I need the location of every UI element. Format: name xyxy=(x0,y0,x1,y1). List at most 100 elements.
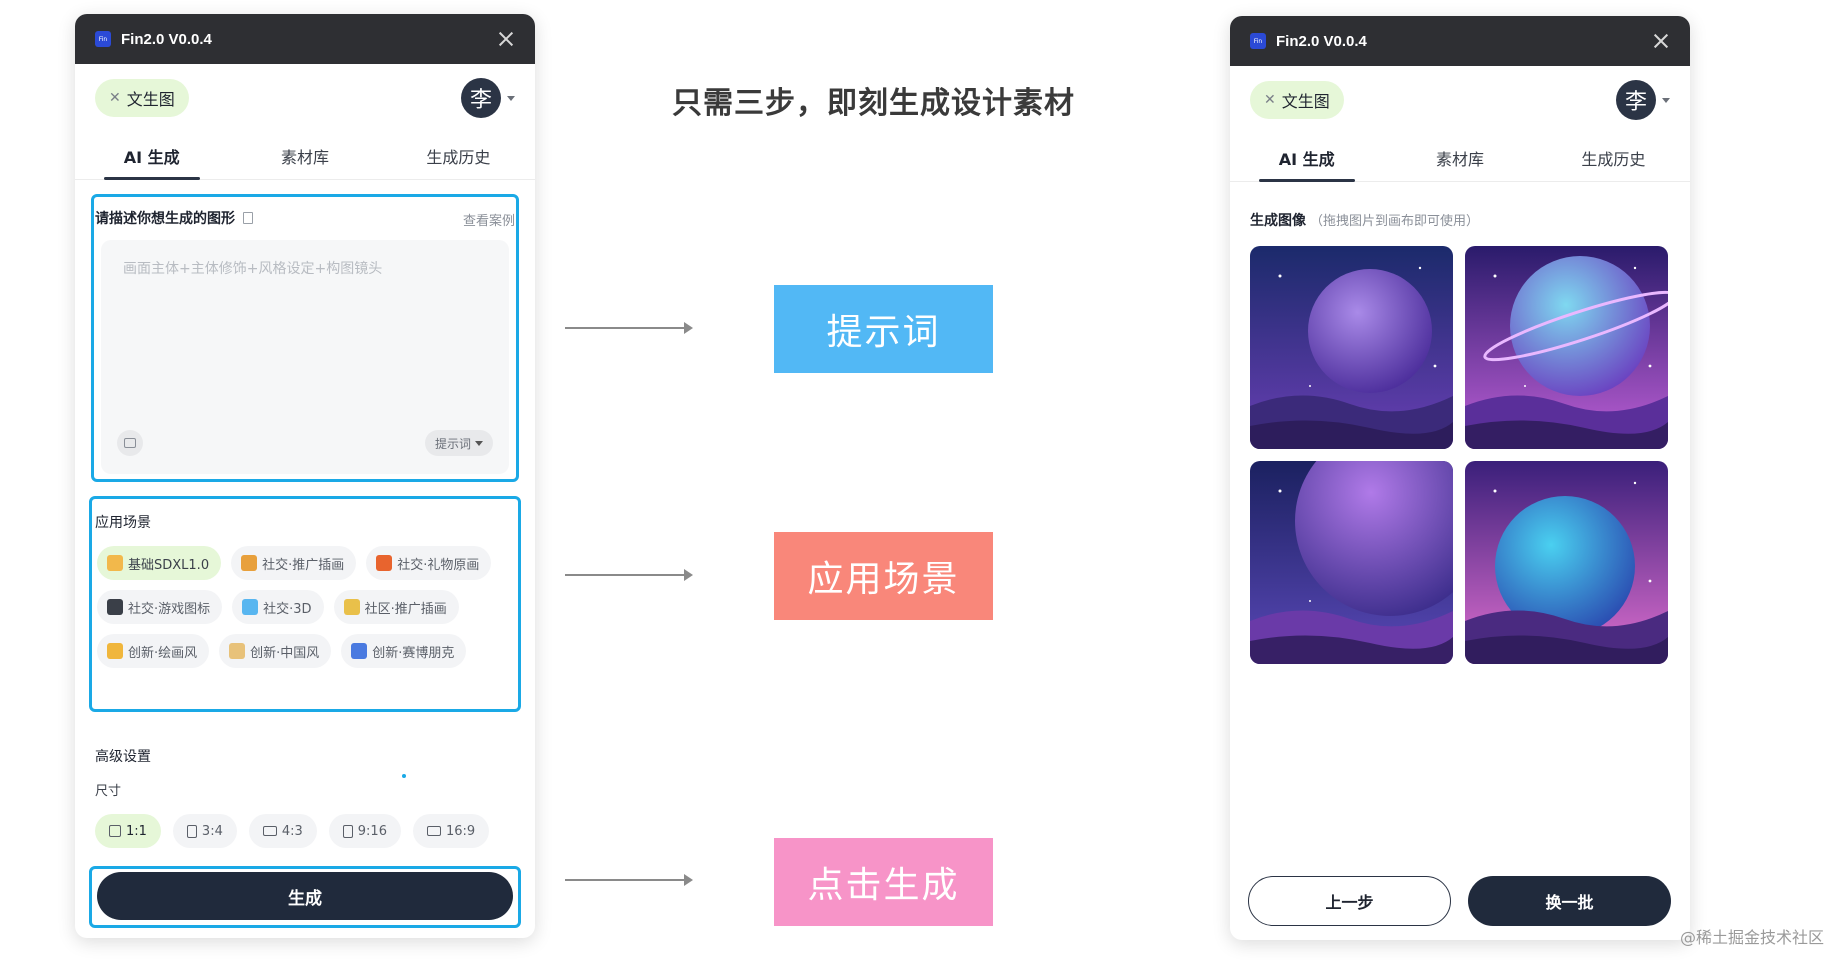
scene-icon xyxy=(343,599,360,615)
avatar[interactable]: 李 xyxy=(461,78,501,118)
scene-icon xyxy=(107,599,123,615)
mode-chip-label: 文生图 xyxy=(126,90,175,109)
planet-image-1[interactable] xyxy=(1250,246,1453,449)
chevron-down-icon[interactable] xyxy=(507,95,515,101)
scene-chip[interactable]: 创新·绘画风 xyxy=(97,634,210,668)
regenerate-batch-button[interactable]: 换一批 xyxy=(1468,876,1671,926)
app-logo-icon: Fin xyxy=(1250,33,1266,49)
scene-chip[interactable]: 创新·中国风 xyxy=(219,634,332,668)
ratio-chip[interactable]: 1:1 xyxy=(95,814,161,848)
scene-icon xyxy=(229,643,246,659)
top-bar: ✕ 文生图 李 xyxy=(75,64,535,132)
generate-button[interactable]: 生成 xyxy=(97,872,513,920)
tab-asset-library[interactable]: 素材库 xyxy=(280,147,329,167)
scenes-title: 应用场景 xyxy=(95,515,151,531)
ratio-chip-list: 1:1 3:4 4:3 9:16 16:9 xyxy=(95,814,490,848)
arrow-icon xyxy=(565,874,693,886)
close-icon[interactable] xyxy=(1652,32,1670,50)
scene-chip[interactable]: 创新·赛博朋克 xyxy=(341,634,467,668)
prompt-section-title: 请描述你想生成的图形 xyxy=(95,208,253,228)
scenes-highlight-box xyxy=(89,496,521,712)
planet-image-2[interactable] xyxy=(1465,246,1668,449)
title-bar: Fin Fin2.0 V0.0.4 xyxy=(1230,16,1690,66)
size-title: 尺寸 xyxy=(95,784,122,799)
ratio-chip-label: 16:9 xyxy=(445,823,476,839)
headline: 只需三步，即刻生成设计素材 xyxy=(672,86,1075,121)
ratio-shape-icon xyxy=(426,826,441,836)
scene-chip-label: 创新·中国风 xyxy=(250,645,320,661)
scene-chip-label: 基础SDXL1.0 xyxy=(128,557,210,573)
ratio-chip-label: 9:16 xyxy=(357,823,387,839)
prompt-dropdown-button[interactable]: 提示词 xyxy=(424,430,493,456)
scene-chip[interactable]: 基础SDXL1.0 xyxy=(97,546,222,580)
ratio-chip[interactable]: 16:9 xyxy=(412,814,490,848)
drag-hint: （拖拽图片到画布即可使用） xyxy=(1310,214,1480,229)
scene-icon xyxy=(241,555,258,571)
planet-image-4[interactable] xyxy=(1465,461,1668,664)
tab-history[interactable]: 生成历史 xyxy=(1581,149,1646,169)
scene-chip[interactable]: 社交·推广插画 xyxy=(231,546,357,580)
mode-chip[interactable]: ✕ 文生图 xyxy=(95,79,189,117)
scene-icon xyxy=(376,555,393,571)
generator-panel: Fin Fin2.0 V0.0.4 ✕ 文生图 李 AI 生成 素材库 生成历史… xyxy=(75,14,535,938)
scene-chip[interactable]: 社区·推广插画 xyxy=(333,590,459,624)
remove-chip-icon[interactable]: ✕ xyxy=(109,90,121,106)
prompt-input[interactable] xyxy=(101,240,509,400)
view-examples-link[interactable]: 查看案例 xyxy=(462,214,515,229)
user-menu[interactable]: 李 xyxy=(461,78,515,118)
image-upload-icon[interactable] xyxy=(117,430,143,456)
scene-chip-label: 社交·游戏图标 xyxy=(128,601,211,617)
ratio-chip[interactable]: 9:16 xyxy=(328,814,401,848)
scene-icon xyxy=(351,643,368,659)
document-icon xyxy=(243,212,253,224)
ratio-chip-label: 4:3 xyxy=(281,823,303,839)
tab-history[interactable]: 生成历史 xyxy=(426,147,491,167)
generated-images-title: 生成图像 （拖拽图片到画布即可使用） xyxy=(1250,210,1479,230)
planet-image-3[interactable] xyxy=(1250,461,1453,664)
scene-chip-list: 基础SDXL1.0 社交·推广插画 社交·礼物原画社交·游戏图标 社交·3D 社区·推广… xyxy=(97,546,507,668)
ratio-chip[interactable]: 4:3 xyxy=(248,814,317,848)
step-label-scene: 应用场景 xyxy=(774,532,993,620)
title-bar: Fin Fin2.0 V0.0.4 xyxy=(75,14,535,64)
scene-chip-label: 创新·赛博朋克 xyxy=(372,645,455,661)
arrow-icon xyxy=(565,322,693,334)
prompt-highlight-box xyxy=(91,194,519,482)
step-label-prompt: 提示词 xyxy=(774,285,993,373)
prompt-dropdown-label: 提示词 xyxy=(434,436,471,451)
step-label-generate: 点击生成 xyxy=(774,838,993,926)
remove-chip-icon[interactable]: ✕ xyxy=(1264,92,1276,108)
tab-bar: AI 生成 素材库 生成历史 xyxy=(75,132,535,180)
app-title: Fin2.0 V0.0.4 xyxy=(121,30,212,48)
tab-asset-library[interactable]: 素材库 xyxy=(1435,149,1484,169)
indicator-dot xyxy=(402,774,406,778)
ratio-chip-label: 3:4 xyxy=(201,823,223,839)
ratio-shape-icon xyxy=(342,824,353,838)
scene-chip-label: 创新·绘画风 xyxy=(128,645,198,661)
scene-chip-label: 社交·推广插画 xyxy=(262,557,345,573)
ratio-shape-icon xyxy=(109,825,121,837)
scene-chip[interactable]: 社交·3D xyxy=(232,590,324,624)
caret-down-icon xyxy=(475,440,483,446)
ratio-chip[interactable]: 3:4 xyxy=(172,814,237,848)
previous-step-button[interactable]: 上一步 xyxy=(1248,876,1451,926)
generated-title-text: 生成图像 xyxy=(1250,213,1306,229)
image-grid xyxy=(1250,246,1670,664)
avatar[interactable]: 李 xyxy=(1616,80,1656,120)
ratio-shape-icon xyxy=(186,824,197,838)
arrow-icon xyxy=(565,569,693,581)
scene-chip[interactable]: 社交·游戏图标 xyxy=(97,590,223,624)
close-icon[interactable] xyxy=(497,30,515,48)
scene-chip-label: 社区·推广插画 xyxy=(364,601,447,617)
generate-highlight-box xyxy=(89,866,521,928)
scene-icon xyxy=(242,599,259,615)
tab-bar: AI 生成 素材库 生成历史 xyxy=(1230,134,1690,182)
top-bar: ✕ 文生图 李 xyxy=(1230,66,1690,134)
prompt-title-text: 请描述你想生成的图形 xyxy=(95,211,235,227)
user-menu[interactable]: 李 xyxy=(1616,80,1670,120)
scene-chip[interactable]: 社交·礼物原画 xyxy=(366,546,492,580)
chevron-down-icon[interactable] xyxy=(1662,97,1670,103)
tab-ai-generate[interactable]: AI 生成 xyxy=(75,132,228,180)
mode-chip[interactable]: ✕ 文生图 xyxy=(1250,81,1344,119)
ratio-chip-label: 1:1 xyxy=(126,823,147,839)
tab-ai-generate[interactable]: AI 生成 xyxy=(1230,134,1383,182)
